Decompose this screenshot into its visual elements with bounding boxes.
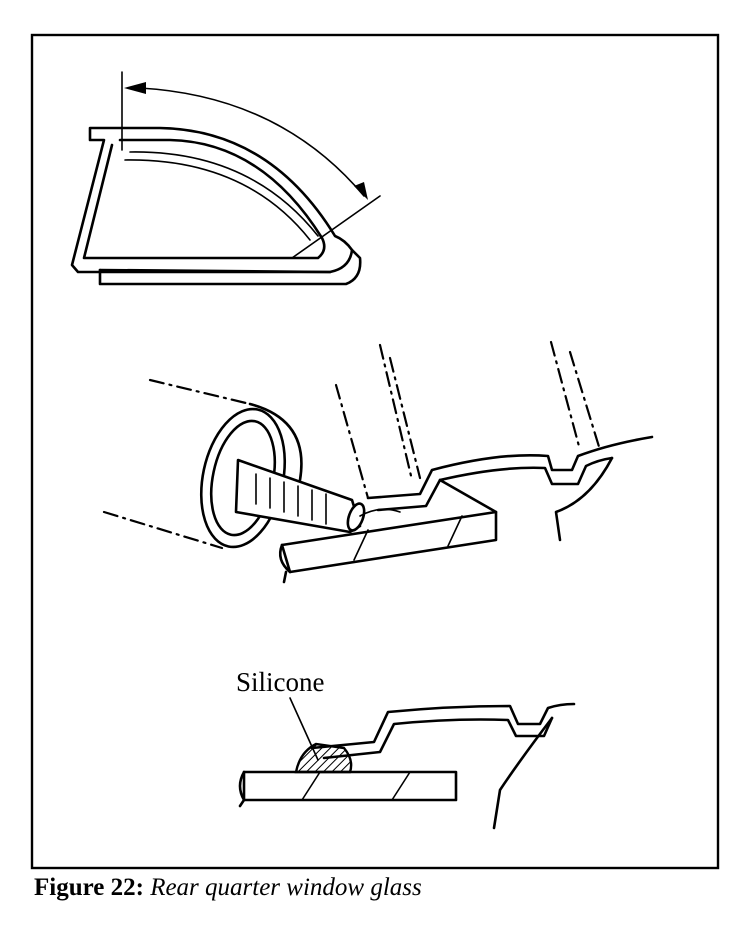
silicone-label: Silicone: [236, 667, 325, 697]
figure-caption: Figure 22: Rear quarter window glass: [34, 874, 422, 902]
sealant-gun: [102, 378, 366, 550]
glass-panel-section: [238, 770, 458, 808]
figure-title: Rear quarter window glass: [150, 874, 422, 901]
glass-panel-middle: [278, 510, 498, 584]
body-flange-section: [310, 702, 576, 830]
quarter-window-outline: [70, 126, 362, 286]
rotation-arrow: [121, 71, 381, 259]
figure-number: Figure 22:: [34, 874, 144, 901]
body-flange-middle: [334, 340, 654, 542]
figure-frame: [30, 33, 720, 870]
silicone-callout: Silicone: [236, 667, 325, 761]
